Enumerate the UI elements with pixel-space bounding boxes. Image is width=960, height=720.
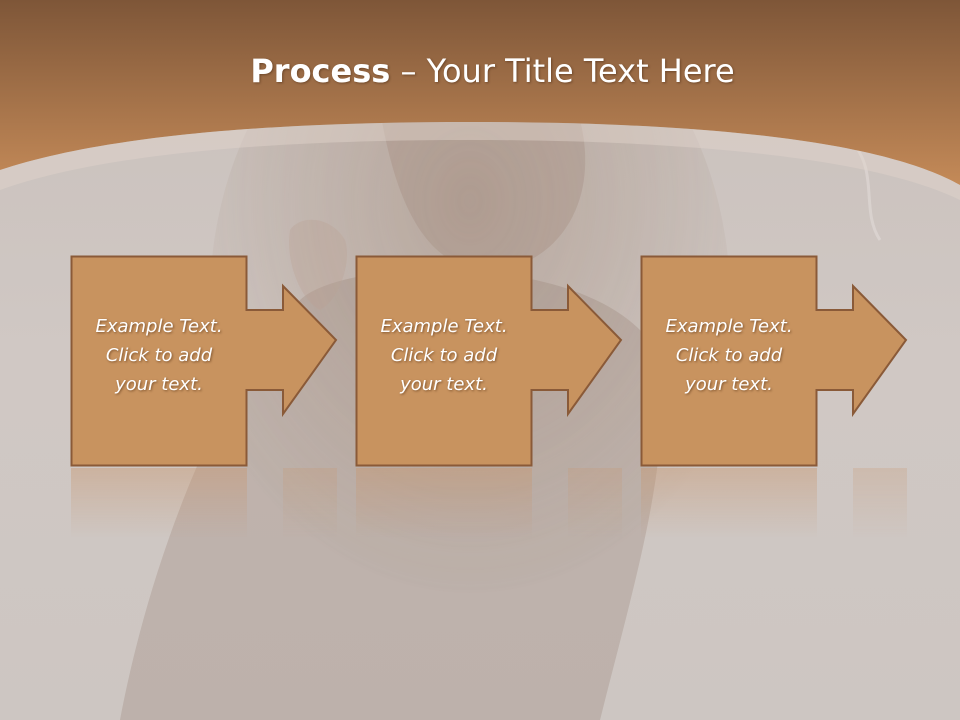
process-step-3[interactable]: Example Text. Click to add your text. (640, 255, 908, 538)
step-1-shape (70, 255, 338, 467)
process-step-1[interactable]: Example Text. Click to add your text. (70, 255, 338, 538)
title-bold-part: Process (250, 52, 391, 90)
step-1-arrow-reflection (283, 468, 337, 538)
step-1-reflection (71, 468, 247, 538)
step-2-reflection (356, 468, 532, 538)
step-2-text[interactable]: Example Text. Click to add your text. (380, 316, 508, 395)
step-2-shape (355, 255, 623, 467)
process-step-2[interactable]: Example Text. Click to add your text. (355, 255, 623, 538)
step-2-arrow-reflection (568, 468, 622, 538)
step-3-arrow-reflection (853, 468, 907, 538)
step-1-text[interactable]: Example Text. Click to add your text. (95, 316, 223, 395)
step-3-text[interactable]: Example Text. Click to add your text. (665, 316, 793, 395)
slide-title[interactable]: Process – Your Title Text Here (0, 52, 960, 90)
title-rest-part: – Your Title Text Here (390, 52, 735, 90)
step-3-shape (640, 255, 908, 467)
step-3-reflection (641, 468, 817, 538)
